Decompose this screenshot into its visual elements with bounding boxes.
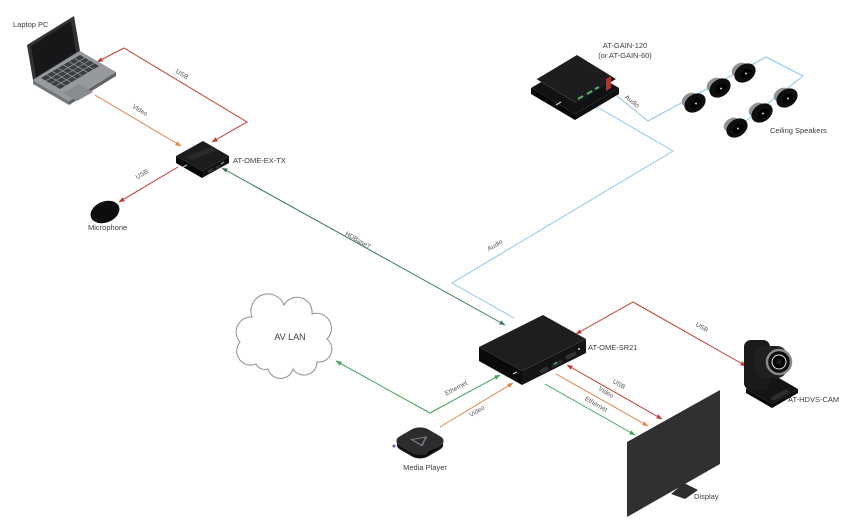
connection-labels: USB Video USB HDBaseT Audio Audio USB Et…: [131, 68, 709, 419]
transmitter-label: AT-OME-EX-TX: [233, 156, 286, 165]
sr21-logo-mark: [512, 371, 518, 375]
microphone-body: [90, 200, 120, 224]
media-player-logo: [409, 436, 428, 447]
transmitter-device: AT-OME-EX-TX: [176, 141, 286, 178]
media-player-top: [396, 427, 444, 455]
tx-left-face: [176, 156, 202, 178]
camera-usb-label: USB: [694, 321, 709, 334]
camera-base-right: [772, 389, 798, 408]
media-player-video-line: [439, 382, 514, 428]
media-player-device: Media Player: [392, 427, 447, 472]
laptop-usb-line: [96, 47, 248, 143]
display-usb-line: [566, 364, 663, 420]
amp-logo-mark: [555, 101, 562, 106]
amp-port-led: [586, 90, 593, 95]
display-usb-label: USB: [611, 378, 626, 391]
cloud-shape: [235, 293, 333, 379]
laptop-body-side: [33, 80, 69, 105]
speaker-dot: [787, 97, 789, 100]
laptop-video-line: [94, 94, 182, 147]
connection-lines: [94, 47, 804, 436]
hdbaset-label: HDBaseT: [344, 231, 372, 251]
av-lan-cloud: AV LAN: [235, 293, 333, 379]
amp-port-led: [594, 86, 600, 90]
ceiling-speakers-group: Ceiling Speakers: [681, 62, 827, 138]
laptop-video-label: Video: [131, 103, 149, 118]
camera-base-slot: [770, 389, 790, 401]
microphone-device: Microphone: [88, 200, 127, 232]
tx-port-mark: [207, 167, 214, 174]
amp-right-face: [575, 88, 619, 120]
tx-led-mark: [220, 161, 225, 165]
media-player-video-label: Video: [468, 404, 486, 419]
speaker: [706, 77, 731, 98]
audio-receiver-amp-line: [451, 103, 674, 319]
sr21-led-mark: [553, 361, 558, 365]
laptop-key-grid: [45, 57, 95, 87]
display-ethernet-line: [544, 383, 636, 436]
speaker: [773, 87, 798, 108]
speaker-dot: [720, 87, 722, 90]
amp-port-led: [577, 95, 584, 100]
microphone-label: Microphone: [88, 223, 127, 232]
display-stand: [671, 483, 698, 499]
display-video-label: Video: [597, 386, 615, 401]
sr21-port-mark: [565, 351, 577, 360]
speaker: [723, 117, 748, 138]
speaker-dot: [695, 102, 697, 105]
ceiling-speakers-label: Ceiling Speakers: [770, 126, 827, 135]
laptop-screen-panel: [31, 21, 76, 77]
display-video-line: [555, 373, 649, 427]
laptop-device: Laptop PC: [13, 16, 116, 105]
mic-usb-label: USB: [135, 168, 150, 181]
display-label: Display: [694, 492, 719, 501]
sr21-right-face: [522, 339, 586, 385]
amp-lid-edge: [536, 78, 577, 104]
display-device: Display: [627, 390, 720, 517]
tx-top-face: [176, 141, 229, 171]
media-player-led: [392, 444, 396, 448]
amplifier-label-line1: AT-GAIN-120: [603, 41, 647, 50]
camera-base-left: [746, 389, 772, 408]
sr21-left-face: [479, 347, 522, 385]
amp-left-face: [531, 88, 575, 120]
speaker-dot: [745, 72, 747, 75]
tx-logo-mark: [182, 164, 188, 168]
camera-device: AT-HDVS-CAM: [744, 340, 839, 408]
laptop-label: Laptop PC: [13, 20, 49, 29]
audio-receiver-amp-label: Audio: [486, 238, 504, 253]
av-lan-label: AV LAN: [274, 332, 305, 342]
sr21-port-mark: [539, 366, 549, 374]
receiver-device: AT-OME-SR21: [479, 315, 637, 385]
amp-speaker-terminal: [606, 76, 611, 91]
speaker: [681, 92, 706, 113]
sr21-top-face: [479, 315, 586, 371]
mic-usb-line: [118, 166, 179, 203]
camera-lens-pupil: [776, 359, 782, 365]
speaker-dot: [737, 127, 739, 130]
lan-ethernet-line: [335, 360, 501, 414]
media-player-port: [427, 448, 437, 454]
tx-top-slot: [186, 147, 217, 160]
sr21-port-mark: [551, 359, 563, 368]
amplifier-label-line2: (or AT-GAIN-60): [598, 51, 652, 60]
tx-port-mark: [215, 164, 221, 170]
laptop-trackpad: [63, 84, 93, 101]
camera-usb-line: [575, 301, 747, 367]
speaker-dot: [762, 112, 764, 115]
speaker: [731, 62, 756, 83]
lan-ethernet-label: Ethernet: [444, 380, 469, 398]
display-screen: [627, 390, 720, 517]
display-ethernet-label: Ethernet: [583, 396, 608, 414]
amplifier-device: AT-GAIN-120 (or AT-GAIN-60): [531, 41, 652, 120]
speaker: [748, 102, 773, 123]
media-player-label: Media Player: [403, 463, 447, 472]
hdbaset-line: [221, 167, 506, 326]
sr21-led-mark: [578, 348, 580, 350]
camera-label: AT-HDVS-CAM: [788, 395, 839, 404]
receiver-label: AT-OME-SR21: [588, 343, 637, 352]
